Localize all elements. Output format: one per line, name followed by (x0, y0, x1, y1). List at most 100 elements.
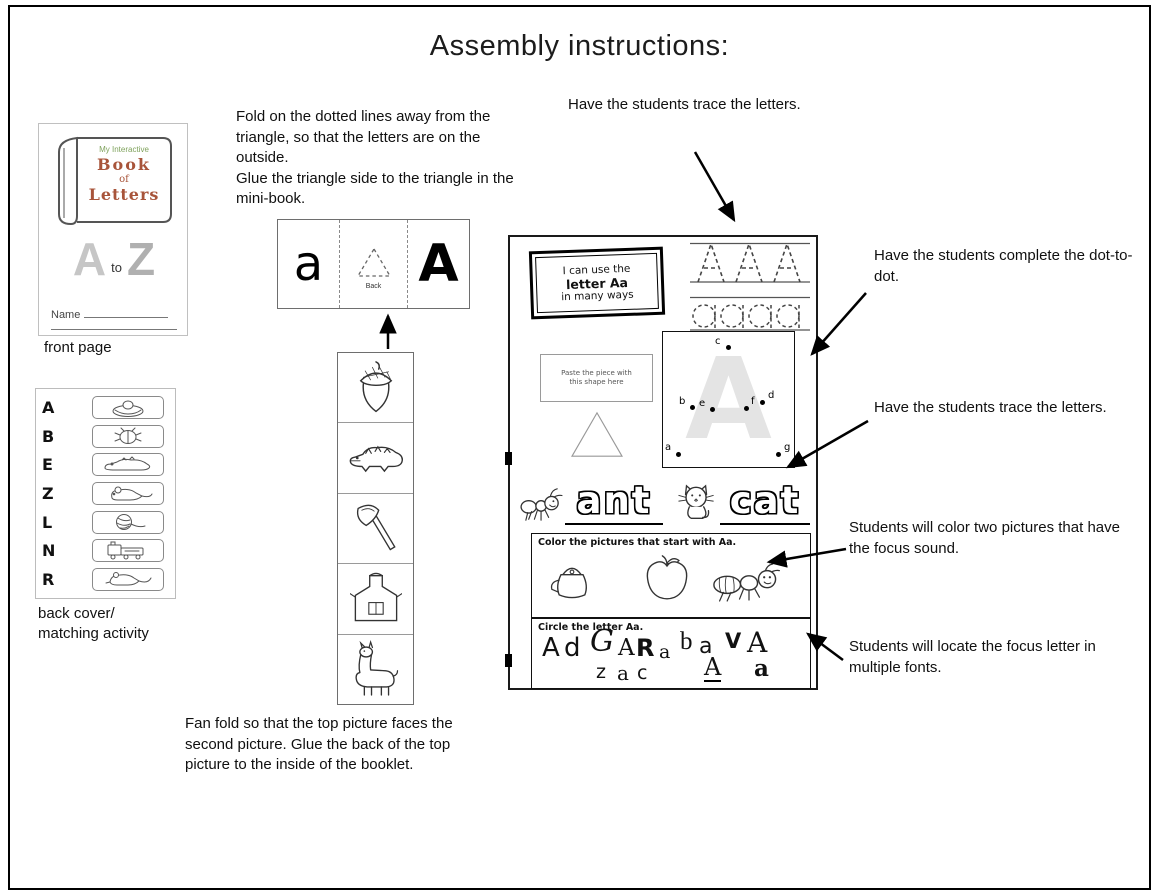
back-cover-caption: back cover/ matching activity (38, 604, 149, 644)
circle-letter: A (704, 653, 722, 682)
match-letter: E (42, 455, 53, 475)
circle-letter-box: Circle the letter Aa. A d G A R a b a V … (531, 618, 811, 689)
dot-to-dot-letter: A (685, 334, 772, 465)
dot-to-dot-box: A a b c d e f g (662, 331, 795, 468)
circle-letter: a (754, 655, 769, 682)
dot (710, 407, 715, 412)
fan-fold-instructions: Fan fold so that the top picture faces t… (185, 715, 453, 773)
axe-icon (356, 504, 396, 550)
dot-label: e (699, 398, 706, 409)
dot-label: b (679, 396, 686, 407)
nest-icon (112, 400, 144, 417)
beetle-icon (114, 427, 142, 445)
match-picture-box (92, 482, 164, 505)
front-page-caption: front page (44, 339, 112, 356)
circle-letter: R (636, 634, 655, 662)
match-picture-box (92, 539, 164, 563)
book-tagline: My Interactive (99, 145, 149, 154)
ant-icon (712, 560, 786, 604)
color-pictures-box: Color the pictures that start with Aa. (531, 533, 811, 618)
worksheet-page: I can use the letter Aa in many ways (505, 235, 818, 690)
acorn-icon (359, 360, 392, 413)
annotation-dot-to-dot: Have the students complete the dot-to-do… (874, 247, 1133, 285)
yarn-icon (116, 514, 146, 531)
circle-letter: a (699, 634, 713, 659)
llama-icon (354, 640, 398, 697)
circle-letter: z (596, 661, 606, 683)
dot-label: a (665, 442, 672, 453)
arrow-dot-to-dot (810, 292, 867, 356)
dot (690, 405, 695, 410)
big-letter-z: Z (126, 233, 156, 285)
fold-instructions: Fold on the dotted lines away from the t… (236, 107, 529, 210)
binding-mark (505, 654, 512, 667)
big-letter-a: A (72, 233, 107, 285)
circle-letter: a (659, 641, 671, 663)
trace-word-cat: cat (720, 478, 810, 525)
strip-lowercase-cell: a (278, 220, 340, 308)
dot-label: g (784, 442, 791, 453)
annotation-trace-letters-top: Have the students trace the letters. (568, 96, 801, 113)
paste-label-line1: Paste the piece with (561, 369, 632, 377)
dot-label: d (768, 390, 775, 401)
alligator-icon (349, 445, 403, 473)
book-icon (58, 136, 172, 226)
strip-triangle-cell: Back (340, 220, 408, 308)
circle-letter: d (564, 633, 581, 663)
book-title-line3: Letters (88, 185, 160, 204)
strip-cell (338, 353, 413, 424)
strip-uppercase-letter: A (418, 234, 459, 294)
circle-letter: G (590, 624, 614, 659)
book-title-line1: Book (97, 155, 151, 174)
dot (776, 452, 781, 457)
match-letter: R (42, 569, 55, 589)
match-picture-box (92, 453, 164, 477)
circle-letter: A (618, 635, 635, 661)
paste-label-line2: this shape here (569, 378, 624, 386)
back-label: Back (365, 283, 382, 290)
annotation-trace-letters-mid: Have the students trace the letters. (874, 399, 1107, 416)
page-title: Assembly instructions: (429, 30, 730, 62)
strip-cell (338, 494, 413, 565)
match-row: N (42, 538, 169, 564)
rat-icon (105, 572, 152, 586)
match-picture-box (92, 510, 164, 534)
paste-triangle-icon (571, 411, 623, 457)
match-letter: A (42, 398, 55, 418)
match-picture-box (92, 424, 164, 448)
match-row: A (42, 395, 169, 421)
fold-instruction-text: Fold on the dotted lines away from the t… (236, 108, 491, 166)
front-page-thumbnail: My Interactive Book of Letters A to Z Na… (38, 123, 188, 336)
annotation-locate-letter: Students will locate the focus letter in… (849, 638, 1096, 676)
match-letter: N (42, 541, 56, 561)
match-picture-box (92, 396, 164, 420)
name-label: Name (51, 309, 81, 321)
mouse-icon (111, 486, 153, 500)
circle-letter: A (542, 633, 560, 663)
match-letter: L (42, 512, 53, 532)
circle-letter: c (637, 662, 648, 684)
i-can-box: I can use the letter Aa in many ways (528, 246, 666, 320)
back-cover-thumbnail: A B E (35, 388, 176, 599)
match-letter: B (42, 426, 55, 446)
match-picture-box (92, 567, 164, 591)
circle-section-title: Circle the letter Aa. (538, 622, 644, 633)
name-row: Name (51, 308, 169, 321)
kettle-icon (548, 560, 596, 604)
dot-label: f (751, 396, 755, 407)
alligator-icon (104, 456, 151, 471)
circle-letter: b (680, 628, 693, 655)
apron-icon (349, 572, 402, 622)
paste-shape-box: Paste the piece with this shape here (540, 354, 653, 402)
cat-icon (676, 483, 718, 525)
uppercase-tracing-lines (690, 241, 810, 283)
strip-uppercase-cell: A (408, 220, 469, 308)
i-can-statement: I can use the letter Aa in many ways (535, 252, 659, 314)
match-letter: Z (42, 484, 54, 503)
dot (726, 345, 731, 350)
book-title-line2: of (119, 174, 129, 185)
match-row: L (42, 509, 169, 535)
match-row: Z (42, 481, 169, 507)
trace-word-ant: ant (565, 478, 663, 525)
